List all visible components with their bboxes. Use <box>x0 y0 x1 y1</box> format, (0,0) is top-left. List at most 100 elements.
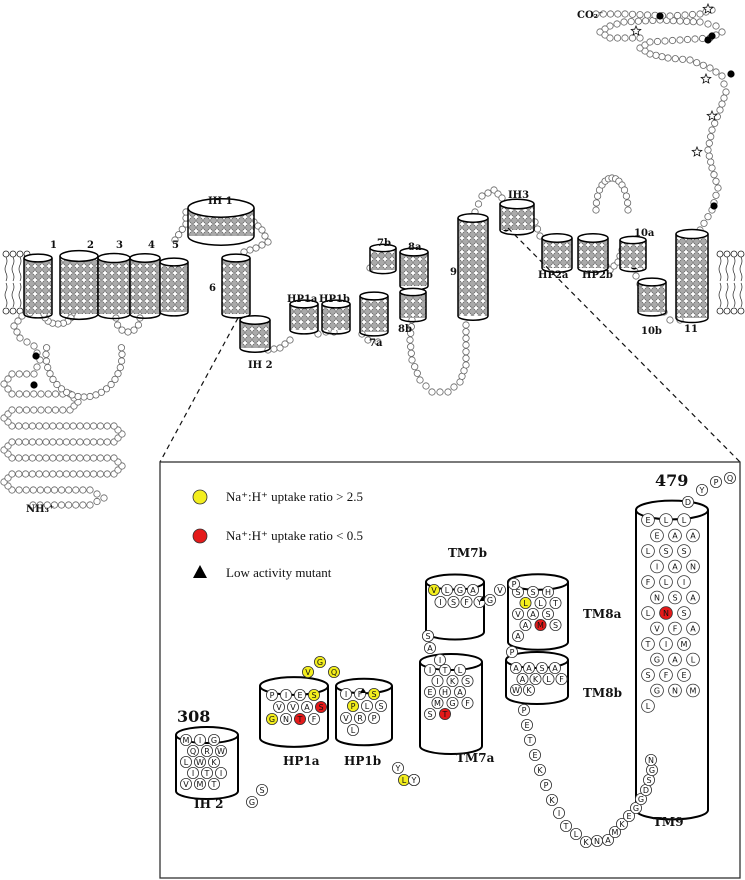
residue-letter: L <box>664 516 669 525</box>
residue-bead <box>46 370 54 378</box>
residue-bead <box>49 375 57 383</box>
residue-bead <box>69 470 77 478</box>
residue-bead <box>13 328 21 336</box>
residue-bead <box>57 501 66 509</box>
residue-letter: V <box>431 586 437 595</box>
low-activity-marker <box>360 688 366 693</box>
residue-letter: N <box>663 609 669 618</box>
residue-bead <box>270 345 278 353</box>
residue-bead <box>627 17 635 26</box>
tm-label-3: 3 <box>116 240 123 251</box>
star-marker <box>630 24 642 36</box>
helix-hp2b-bottom <box>577 267 609 273</box>
residue-bead <box>620 18 628 26</box>
residue-bead <box>716 106 724 114</box>
helix-tm10a-top <box>619 235 647 245</box>
lipid-tail <box>739 282 743 308</box>
residue-loop_long-21 <box>645 754 658 767</box>
membrane-lipids <box>2 250 745 315</box>
residue-hp1b-7 <box>353 712 366 725</box>
residue-letter: S <box>465 677 470 686</box>
residue-tm8a-2 <box>542 586 555 599</box>
residue-letter: I <box>429 666 431 675</box>
segment-label-hp2b: HP2b <box>582 270 613 281</box>
residue-tm8b-7 <box>555 673 568 686</box>
helix-tm2-top <box>59 249 99 263</box>
residue-tm9-12 <box>641 575 655 589</box>
residue-bead <box>676 36 684 44</box>
residue-letter: E <box>681 671 686 680</box>
residue-letter: G <box>457 586 463 595</box>
inset-helix-tm8b-bottom <box>505 695 569 706</box>
residue-bead <box>689 18 697 26</box>
residue-bead <box>42 357 51 365</box>
residue-letter: L <box>646 702 651 711</box>
star-marker <box>691 145 703 157</box>
residue-letter: Y <box>699 486 705 495</box>
residue-bead <box>444 388 452 396</box>
tm-label-11: 11 <box>684 324 698 335</box>
residue-bead <box>118 326 126 334</box>
residue-tm9-11 <box>686 559 700 574</box>
marked-residue <box>710 202 718 210</box>
residue-letter: Q <box>190 747 196 756</box>
residue-tm7b-6 <box>460 596 473 609</box>
residue-ih2-2 <box>207 734 220 747</box>
residue-bead <box>718 72 726 80</box>
residue-bead <box>705 139 713 147</box>
residue-bead <box>462 328 470 336</box>
residue-letter: A <box>672 532 678 541</box>
residue-letter: W <box>512 686 520 695</box>
residue-tm9-16 <box>668 590 682 605</box>
residue-bead <box>462 321 470 329</box>
residue-bead <box>92 391 100 399</box>
residue-letter: V <box>183 780 189 789</box>
residue-bead <box>4 375 12 383</box>
residue-bead <box>42 438 50 446</box>
residue-letter: F <box>673 625 678 634</box>
residue-bead <box>28 470 37 478</box>
residue-letter: R <box>357 714 363 723</box>
residue-letter: S <box>646 776 651 785</box>
residue-letter: F <box>312 715 317 724</box>
helix-tm1-top <box>23 253 53 263</box>
residue-bead <box>8 370 16 378</box>
residue-letter: A <box>427 644 433 653</box>
residue-letter: A <box>552 664 558 673</box>
residue-ih2-6 <box>179 756 192 769</box>
residue-bead <box>36 486 45 494</box>
residue-letter: S <box>259 786 264 795</box>
residue-letter: K <box>619 820 625 829</box>
residue-bead <box>16 334 24 342</box>
residue-letter: A <box>470 586 476 595</box>
residue-bead <box>59 406 67 414</box>
residue-tm9-32 <box>677 668 691 682</box>
residue-letter: V <box>290 703 296 712</box>
segment-label-hp2a: HP2a <box>538 270 569 281</box>
residue-bead <box>286 336 294 344</box>
residue-bead <box>614 10 622 18</box>
helix-tm5-bottom <box>159 311 189 317</box>
residue-bead <box>110 454 118 462</box>
residue-bead <box>628 34 637 42</box>
residue-letter: I <box>285 691 287 700</box>
residue-bead <box>57 385 66 393</box>
residue-letter: D <box>643 786 649 795</box>
residue-letter: S <box>318 703 323 712</box>
lipid-head <box>716 250 724 258</box>
residue-link_c-1 <box>423 642 436 655</box>
residue-letter: T <box>563 822 569 831</box>
helix-tm5-top <box>159 257 189 267</box>
residue-letter: S <box>515 588 520 597</box>
residue-bead <box>49 422 57 430</box>
residue-c_tail-0 <box>682 495 695 508</box>
inset-label-tm8a: TM8a <box>583 607 622 621</box>
residue-bead <box>42 344 51 352</box>
residue-letter: S <box>451 598 456 607</box>
inset-helix-tm9-bottom <box>635 809 709 821</box>
residue-bead <box>74 392 82 401</box>
residue-bead <box>35 438 43 446</box>
residue-bead <box>621 10 629 18</box>
residue-bead <box>49 438 57 446</box>
residue-letter: I <box>436 677 438 686</box>
